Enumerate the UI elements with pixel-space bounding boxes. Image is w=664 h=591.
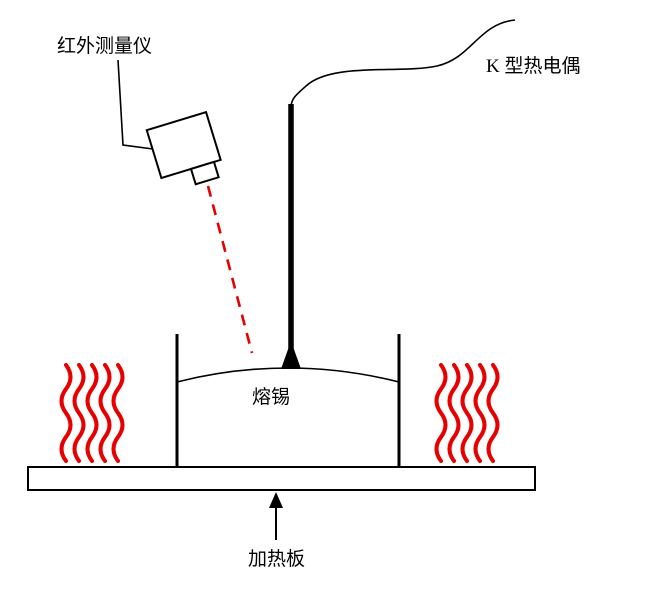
heat-wave-line: [98, 363, 112, 463]
thermocouple-wire: [290, 19, 516, 107]
infrared-camera: [145, 110, 222, 186]
solder-surface: [176, 367, 400, 383]
heat-wave-line: [473, 363, 487, 463]
laser-dashed-line: [206, 185, 254, 354]
heating-plate: [27, 466, 536, 491]
molten-tin-label: 熔锡: [252, 386, 290, 408]
heat-wave-line: [72, 363, 86, 463]
camera-lens: [189, 160, 220, 186]
heating-plate-arrow: [269, 492, 283, 540]
heat-waves-left: [59, 363, 125, 463]
infrared-leader-line: [117, 59, 154, 150]
heating-plate-label: 加热板: [248, 548, 305, 570]
thermocouple-label: K 型热电偶: [486, 55, 580, 77]
heat-wave-line: [85, 363, 99, 463]
heat-wave-line: [460, 363, 474, 463]
infrared-meter-label: 红外测量仪: [57, 35, 152, 57]
heat-wave-line: [111, 363, 125, 463]
probe-tip: [281, 341, 301, 369]
heat-wave-line: [447, 363, 461, 463]
heat-wave-line: [486, 363, 500, 463]
heat-waves-right: [434, 363, 500, 463]
arrow-head: [269, 492, 283, 508]
heat-wave-line: [434, 363, 448, 463]
heat-wave-line: [59, 363, 73, 463]
